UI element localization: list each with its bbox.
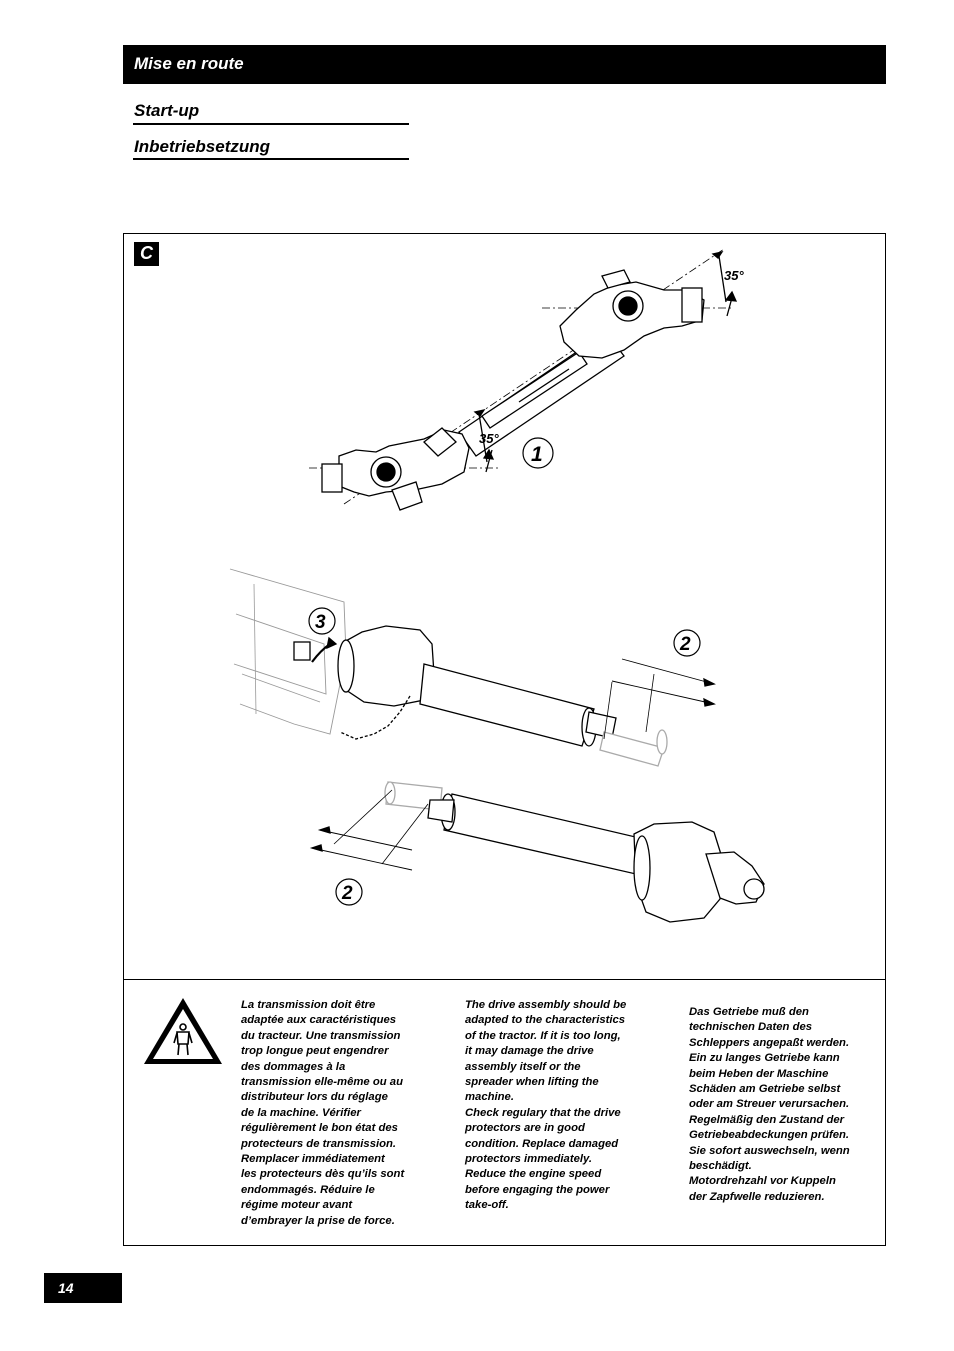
callout-2-top: 2 bbox=[679, 634, 691, 655]
section-header-bar: Mise en route bbox=[123, 45, 886, 84]
warning-text-german: Das Getriebe muß den technischen Daten d… bbox=[689, 1006, 850, 1203]
warning-text-french: La transmission doit être adaptée aux ca… bbox=[241, 999, 405, 1227]
subtitle-german: Inbetriebsetzung bbox=[134, 137, 271, 156]
tractor-shaft-illustration bbox=[229, 568, 716, 767]
free-shaft-illustration bbox=[309, 781, 765, 923]
angled-shaft-illustration bbox=[309, 248, 738, 511]
figure-frame bbox=[123, 233, 886, 1246]
page-number-box: 14 bbox=[44, 1273, 122, 1303]
angle-label-bottom: 35° bbox=[479, 431, 499, 446]
page-number: 14 bbox=[58, 1280, 74, 1296]
drive-shaft-drawing: 35° 35° 1 3 2 2 bbox=[229, 248, 765, 923]
callout-2-bottom: 2 bbox=[341, 883, 353, 904]
callout-3: 3 bbox=[315, 612, 326, 633]
warning-text-english: The drive assembly should be adapted to … bbox=[465, 999, 627, 1212]
angle-label-top: 35° bbox=[724, 268, 744, 283]
subtitle-rule bbox=[133, 158, 409, 160]
section-title: Mise en route bbox=[134, 54, 244, 73]
subtitle-rule bbox=[133, 123, 409, 125]
frame-divider bbox=[123, 979, 886, 980]
figure-letter: C bbox=[140, 243, 153, 263]
figure-badge: C bbox=[134, 242, 159, 266]
warning-triangle-person-icon bbox=[144, 998, 222, 1064]
subtitle-english: Start-up bbox=[134, 101, 200, 120]
callout-1: 1 bbox=[531, 443, 543, 466]
